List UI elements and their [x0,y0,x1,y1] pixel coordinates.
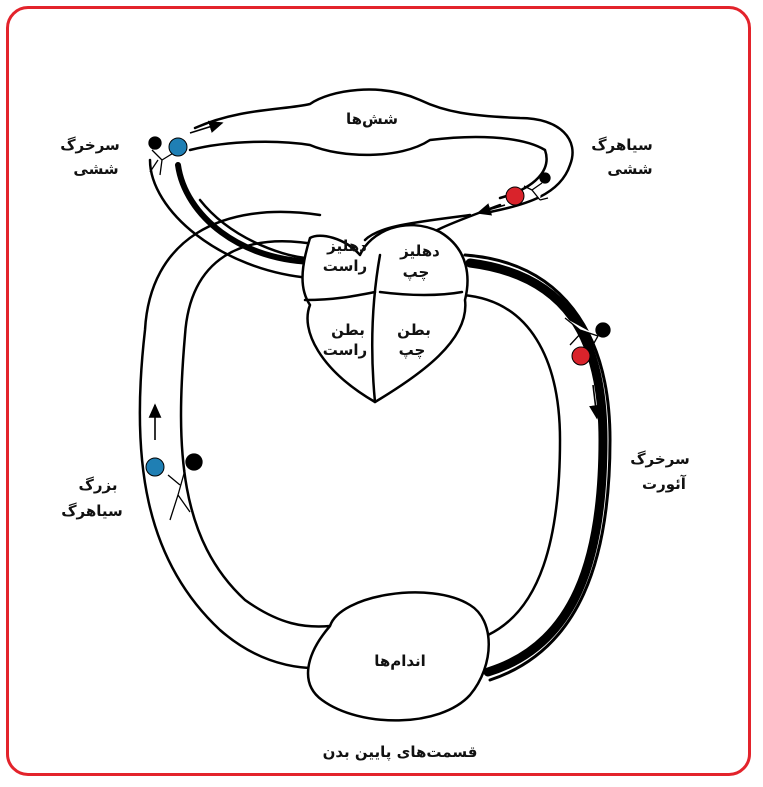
deoxygenated-ball [146,458,164,476]
label-lower-body: قسمت‌های پایین بدن [323,743,478,762]
label-aorta-1: سرخرگ [630,450,690,468]
label-limbs: اندام‌ها [374,652,426,670]
label-pulmonary-artery-1: سرخرگ [60,136,120,154]
person-pushing-ball-icon [168,454,202,520]
label-pulmonary-vein-2: ششی [607,160,652,178]
oxygenated-ball [506,187,524,205]
label-left-atrium-1: دهلیز [399,242,440,260]
pusher-vena-cava [146,454,202,520]
label-pulmonary-vein-1: سیاهرگ [591,136,653,154]
label-vena-cava-2: سیاهرگ [61,502,123,520]
label-left-atrium-2: چپ [403,263,430,282]
label-left-ventricle-2: چپ [399,341,426,360]
deoxygenated-ball [169,138,187,156]
label-right-ventricle-2: راست [323,341,367,359]
pusher-pulmonary-vein [506,173,550,205]
label-pulmonary-artery-2: ششی [73,160,118,178]
label-lungs: شش‌ها [346,110,398,128]
label-right-atrium-1: دهلیز [326,237,367,255]
oxygenated-ball [572,347,590,365]
label-aorta-2: آئورت [642,475,687,493]
label-vena-cava-1: بزرگ [79,476,118,494]
label-right-ventricle-1: بطن [331,321,365,339]
label-left-ventricle-1: بطن [397,321,431,339]
label-right-atrium-2: راست [323,257,367,275]
